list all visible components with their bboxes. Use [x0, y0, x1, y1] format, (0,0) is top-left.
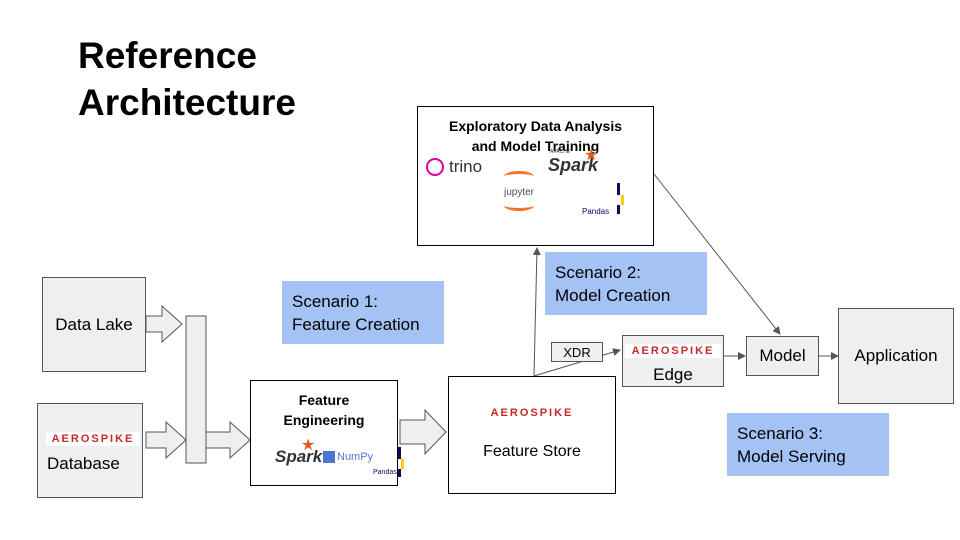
- database-block-arrow: [145, 420, 187, 460]
- fe-title-line-2: Engineering: [283, 412, 365, 428]
- slide-title: Reference Architecture: [78, 32, 296, 126]
- store-to-eda-arrow: [532, 247, 541, 377]
- scenario-3-box: Scenario 3: Model Serving: [727, 413, 889, 476]
- scenario-2-desc: Model Creation: [555, 286, 671, 305]
- pandas-bars-icon: [616, 183, 626, 215]
- store-to-edge-arrow: [533, 348, 621, 377]
- pandas-logo: Pandas: [373, 469, 397, 476]
- title-line-1: Reference: [78, 35, 257, 76]
- feature-store-box: AEROSPIKE Feature Store: [448, 376, 616, 494]
- eda-title-line-2: and Model Training: [471, 138, 600, 154]
- numpy-logo: NumPy: [323, 451, 373, 463]
- scenario-1-box: Scenario 1: Feature Creation: [282, 281, 444, 344]
- jupyter-logo: jupyter: [498, 171, 540, 211]
- eda-to-model-arrow: [653, 173, 781, 335]
- edge-label: Edge: [653, 365, 693, 384]
- trino-logo: trino: [426, 157, 482, 177]
- title-line-2: Architecture: [78, 82, 296, 123]
- model-box: Model: [746, 336, 819, 376]
- eda-title-line-1: Exploratory Data Analysis: [449, 118, 622, 134]
- scenario-3-title: Scenario 3:: [737, 424, 823, 443]
- scenario-1-desc: Feature Creation: [292, 315, 420, 334]
- model-label: Model: [759, 346, 806, 365]
- spark-logo: Spark ★: [275, 437, 323, 466]
- application-box: Application: [838, 308, 954, 404]
- aerospike-logo: AEROSPIKE: [625, 344, 721, 358]
- feature-store-label: Feature Store: [483, 443, 581, 460]
- xdr-label: XDR: [563, 345, 591, 360]
- database-label: Database: [47, 454, 120, 473]
- eda-box: Exploratory Data Analysis and Model Trai…: [417, 106, 654, 246]
- data-lake-box: Data Lake: [42, 277, 146, 372]
- edge-box: AEROSPIKE Edge: [622, 335, 724, 387]
- data-lake-label: Data Lake: [55, 314, 133, 334]
- scenario-3-desc: Model Serving: [737, 447, 846, 466]
- feature-engineering-box: Feature Engineering Spark ★ NumPy Pandas: [250, 380, 404, 486]
- merge-to-fe-block-arrow: [205, 420, 251, 460]
- database-box: AEROSPIKE Database: [37, 403, 143, 498]
- scenario-2-box: Scenario 2: Model Creation: [545, 252, 707, 315]
- pandas-logo: Pandas: [582, 207, 610, 216]
- fe-to-store-block-arrow: [399, 408, 447, 456]
- fe-title-line-1: Feature: [298, 392, 350, 408]
- spark-logo: APACHE Spark ★: [548, 147, 599, 175]
- xdr-label-box: XDR: [551, 342, 603, 362]
- scenario-1-title: Scenario 1:: [292, 292, 378, 311]
- application-label: Application: [854, 346, 938, 365]
- scenario-2-title: Scenario 2:: [555, 263, 641, 282]
- pandas-bars-icon: [397, 447, 405, 477]
- aerospike-logo: AEROSPIKE: [490, 407, 574, 419]
- data-lake-block-arrow: [145, 304, 183, 344]
- merge-bar: [185, 315, 207, 464]
- aerospike-logo: AEROSPIKE: [46, 432, 140, 446]
